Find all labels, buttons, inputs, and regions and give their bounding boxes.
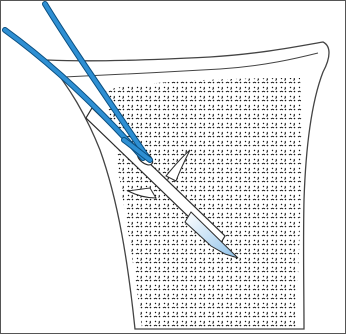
anchor-illustration [0, 0, 346, 334]
diagram-canvas [0, 0, 346, 334]
